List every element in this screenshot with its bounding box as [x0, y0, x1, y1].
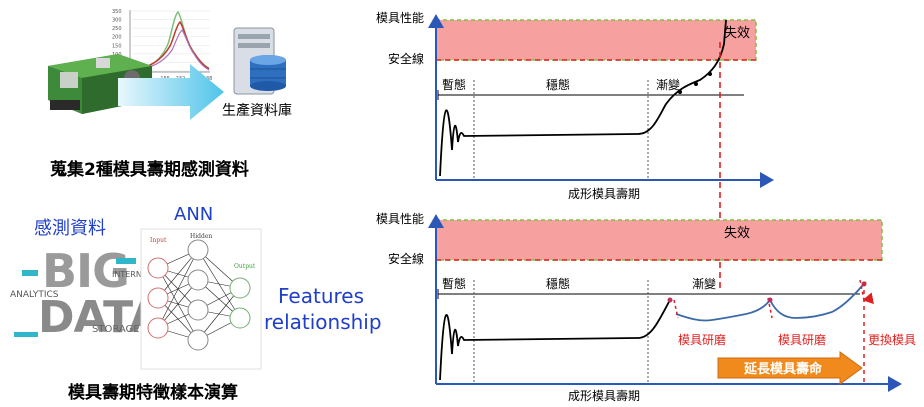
top-performance-curve: [439, 19, 727, 177]
mini-chart-ytick: 350: [112, 9, 122, 15]
regrind-label-1: 模具研磨: [678, 333, 726, 347]
mini-chart-ytick: 200: [112, 35, 122, 41]
top-failure-zone: [436, 20, 756, 60]
nn-layer-output: Output: [234, 263, 256, 270]
database-icon: [233, 27, 286, 95]
database-label: 生產資料庫: [222, 103, 292, 119]
mini-chart-xtick: 386: [206, 76, 212, 82]
bottom-y-label: 模具性能: [376, 212, 424, 226]
big-data-word-cloud: BIG DATA ANALYTICS STORAGE INTERNET: [8, 240, 163, 360]
bottom-failure-zone: [436, 220, 882, 260]
mold-life-diagrams: 模具性能 安全線 失效 成形模具壽期 暫態 穩態 漸變 模具性能 安全線 失效 …: [376, 11, 916, 403]
data-flow-arrow: [118, 64, 224, 120]
top-phase-gradual: 漸變: [656, 77, 680, 92]
top-chart: 模具性能 安全線 失效 成形模具壽期 暫態 穩態 漸變: [376, 11, 774, 288]
nn-node: [147, 287, 169, 309]
top-fail-label: 失效: [724, 26, 750, 41]
bottom-fail-label: 失效: [724, 226, 750, 241]
nn-node: [147, 257, 169, 279]
mini-chart-line-red: [131, 20, 210, 71]
bottom-phase-steady: 穩態: [546, 276, 570, 291]
bottom-phase-transient: 暫態: [442, 276, 466, 291]
bottom-phase-gradual: 漸變: [692, 276, 716, 291]
nn-node: [187, 269, 209, 291]
sensing-data-label: 感測資料: [34, 218, 106, 239]
nn-node: [187, 239, 209, 261]
left-panel: 350300250200150100500 178155232309386: [0, 0, 382, 407]
mini-chart-line-purple: [131, 29, 210, 72]
relationship-label: relationship: [264, 310, 382, 334]
bottom-safety-label: 安全線: [388, 251, 424, 266]
cloud-word-storage: STORAGE: [92, 324, 140, 335]
cloud-word-internet: INTERNET: [112, 270, 152, 279]
bottom-x-label: 成形模具壽期: [568, 388, 640, 403]
mini-chart-ytick: 250: [112, 26, 122, 32]
mini-chart-ytick: 300: [112, 18, 122, 24]
nn-edge: [197, 287, 241, 341]
features-label: Features: [278, 284, 364, 308]
extend-life-arrow: [717, 351, 863, 385]
nn-node: [187, 329, 209, 351]
nn-node: [187, 299, 209, 321]
nn-node: [147, 317, 169, 339]
extend-life-label: 延長模具壽命: [743, 361, 823, 377]
replace-mold-label: 更換模具: [868, 333, 916, 347]
top-left-caption: 蒐集2種模具壽期感測資料: [50, 160, 249, 180]
top-phase-transient: 暫態: [442, 77, 466, 92]
neural-network-diagram: Input Hidden Output: [140, 228, 262, 370]
nn-layer-input: Input: [150, 237, 167, 244]
cloud-word-analytics: ANALYTICS: [10, 290, 59, 300]
cloud-word-big: BIG: [42, 244, 130, 298]
nn-node: [229, 277, 251, 299]
mini-chart-ytick: 150: [112, 43, 122, 49]
nn-edge: [157, 249, 199, 329]
nn-node: [229, 307, 251, 329]
bottom-left-caption: 模具壽期特徵樣本演算: [68, 383, 238, 403]
top-phase-steady: 穩態: [546, 77, 570, 92]
ann-label: ANN: [174, 204, 214, 225]
bottom-chart: 模具性能 安全線 失效 成形模具壽期 暫態 穩態 漸變 模具研磨 模具研磨 更換…: [376, 212, 916, 403]
nn-layer-hidden: Hidden: [190, 233, 212, 240]
bottom-performance-curve: [439, 299, 671, 381]
regrind-label-2: 模具研磨: [778, 333, 826, 347]
top-safety-label: 安全線: [388, 51, 424, 66]
top-x-label: 成形模具壽期: [568, 186, 640, 201]
top-y-label: 模具性能: [376, 11, 424, 25]
